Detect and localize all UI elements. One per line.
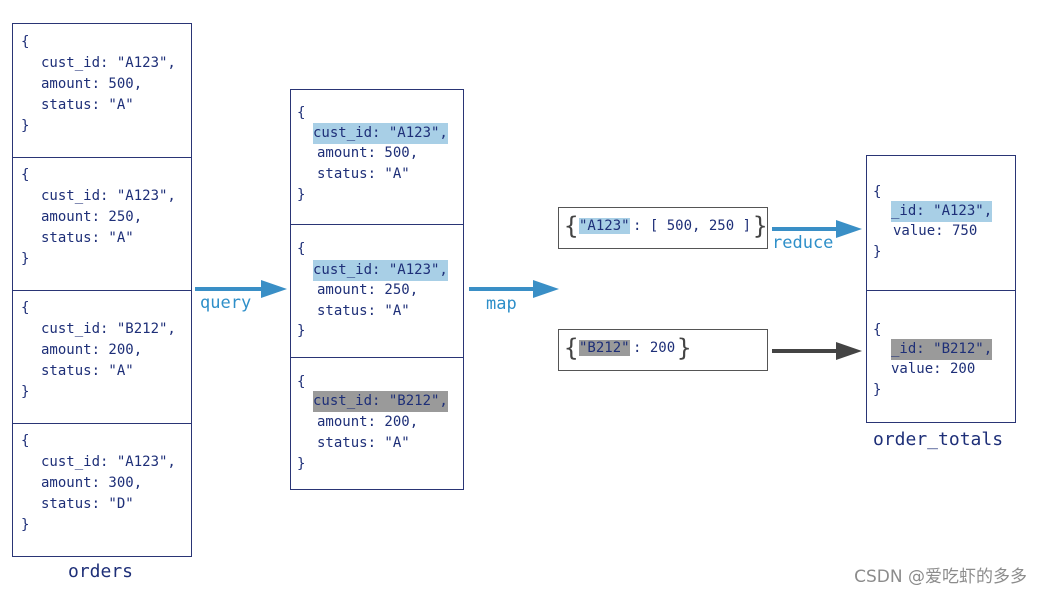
doc-open-brace: { [297, 241, 306, 257]
watermark: CSDN @爱吃虾的多多 [854, 567, 1027, 587]
order-totals-collection: { _id: "A123", value: 750 } { _id: "B212… [866, 155, 1016, 423]
pair-key-highlighted: "B212" [579, 340, 630, 356]
doc-open-brace: { [21, 34, 30, 50]
doc-open-brace: { [21, 167, 30, 183]
doc-field-status: status: "A" [317, 303, 410, 319]
map-arrow-head [533, 280, 559, 298]
query-document-3: { cust_id: "B212", amount: 200, status: … [291, 357, 463, 488]
total-document-b212: { _id: "B212", value: 200 } [867, 290, 1015, 421]
map-label: map [486, 294, 517, 314]
passthrough-arrow [772, 342, 862, 360]
doc-close-brace: } [21, 384, 30, 400]
doc-field-cust-id: cust_id: "B212", [41, 321, 176, 337]
doc-close-brace: } [297, 323, 306, 339]
doc-field-id-highlighted: _id: "B212", [891, 339, 993, 360]
orders-collection: { cust_id: "A123", amount: 500, status: … [12, 23, 192, 557]
doc-field-status: status: "A" [317, 166, 410, 182]
doc-close-brace: } [873, 244, 882, 260]
reduce-arrow [772, 220, 862, 238]
doc-field-amount: amount: 500, [41, 76, 143, 92]
doc-field-value: value: 200 [891, 361, 976, 377]
order-document-2: { cust_id: "A123", amount: 250, status: … [13, 157, 191, 291]
doc-field-status: status: "A" [41, 97, 134, 113]
doc-open-brace: { [21, 433, 30, 449]
doc-field-amount: amount: 500, [317, 145, 419, 161]
order-document-4: { cust_id: "A123", amount: 300, status: … [13, 423, 191, 556]
pair-key-highlighted: "A123" [579, 218, 630, 234]
query-document-2: { cust_id: "A123", amount: 250, status: … [291, 224, 463, 358]
query-arrow-head [261, 280, 287, 298]
doc-field-value: value: 750 [893, 223, 978, 239]
doc-field-cust-id-highlighted: cust_id: "A123", [313, 260, 448, 281]
query-arrow [195, 280, 287, 298]
doc-open-brace: { [873, 184, 882, 200]
query-document-1: { cust_id: "A123", amount: 500, status: … [291, 90, 463, 225]
pair-values: : 200 [633, 340, 676, 356]
pair-open-brace: { [564, 334, 579, 362]
doc-field-amount: amount: 200, [41, 342, 143, 358]
reduce-label: reduce [772, 233, 834, 253]
doc-close-brace: } [873, 382, 882, 398]
doc-field-id-highlighted: _id: "A123", [891, 201, 993, 222]
mapped-pair-a123: { "A123" : [ 500, 250 ] } [558, 207, 768, 249]
doc-field-cust-id: cust_id: "A123", [41, 55, 176, 71]
doc-field-cust-id: cust_id: "A123", [41, 188, 176, 204]
doc-field-amount: amount: 250, [41, 209, 143, 225]
doc-close-brace: } [21, 517, 30, 533]
pair-close-brace: } [677, 334, 692, 362]
pair-close-brace: } [753, 212, 768, 240]
doc-close-brace: } [297, 187, 306, 203]
mapped-pair-b212: { "B212" : 200 } [558, 329, 768, 371]
doc-field-amount: amount: 300, [41, 475, 143, 491]
reduce-arrow-head [836, 220, 862, 238]
order-document-1: { cust_id: "A123", amount: 500, status: … [13, 24, 191, 158]
doc-field-status: status: "D" [41, 496, 134, 512]
doc-open-brace: { [873, 322, 882, 338]
doc-field-status: status: "A" [41, 230, 134, 246]
doc-open-brace: { [21, 300, 30, 316]
passthrough-arrow-head [836, 342, 862, 360]
query-label: query [200, 293, 252, 313]
doc-open-brace: { [297, 374, 306, 390]
doc-field-status: status: "A" [317, 435, 410, 451]
doc-close-brace: } [297, 456, 306, 472]
doc-close-brace: } [21, 251, 30, 267]
pair-open-brace: { [564, 212, 579, 240]
pair-values: : [ 500, 250 ] [633, 218, 752, 234]
doc-close-brace: } [21, 118, 30, 134]
doc-field-cust-id-highlighted: cust_id: "A123", [313, 123, 448, 144]
doc-field-cust-id: cust_id: "A123", [41, 454, 176, 470]
total-document-a123: { _id: "A123", value: 750 } [867, 156, 1015, 291]
doc-open-brace: { [297, 105, 306, 121]
order-totals-caption: order_totals [873, 429, 1004, 450]
doc-field-status: status: "A" [41, 363, 134, 379]
doc-field-amount: amount: 200, [317, 414, 419, 430]
query-results: { cust_id: "A123", amount: 500, status: … [290, 89, 464, 490]
doc-field-amount: amount: 250, [317, 282, 419, 298]
doc-field-cust-id-highlighted: cust_id: "B212", [313, 391, 448, 412]
orders-caption: orders [68, 561, 134, 582]
map-arrow [469, 280, 559, 298]
order-document-3: { cust_id: "B212", amount: 200, status: … [13, 290, 191, 424]
